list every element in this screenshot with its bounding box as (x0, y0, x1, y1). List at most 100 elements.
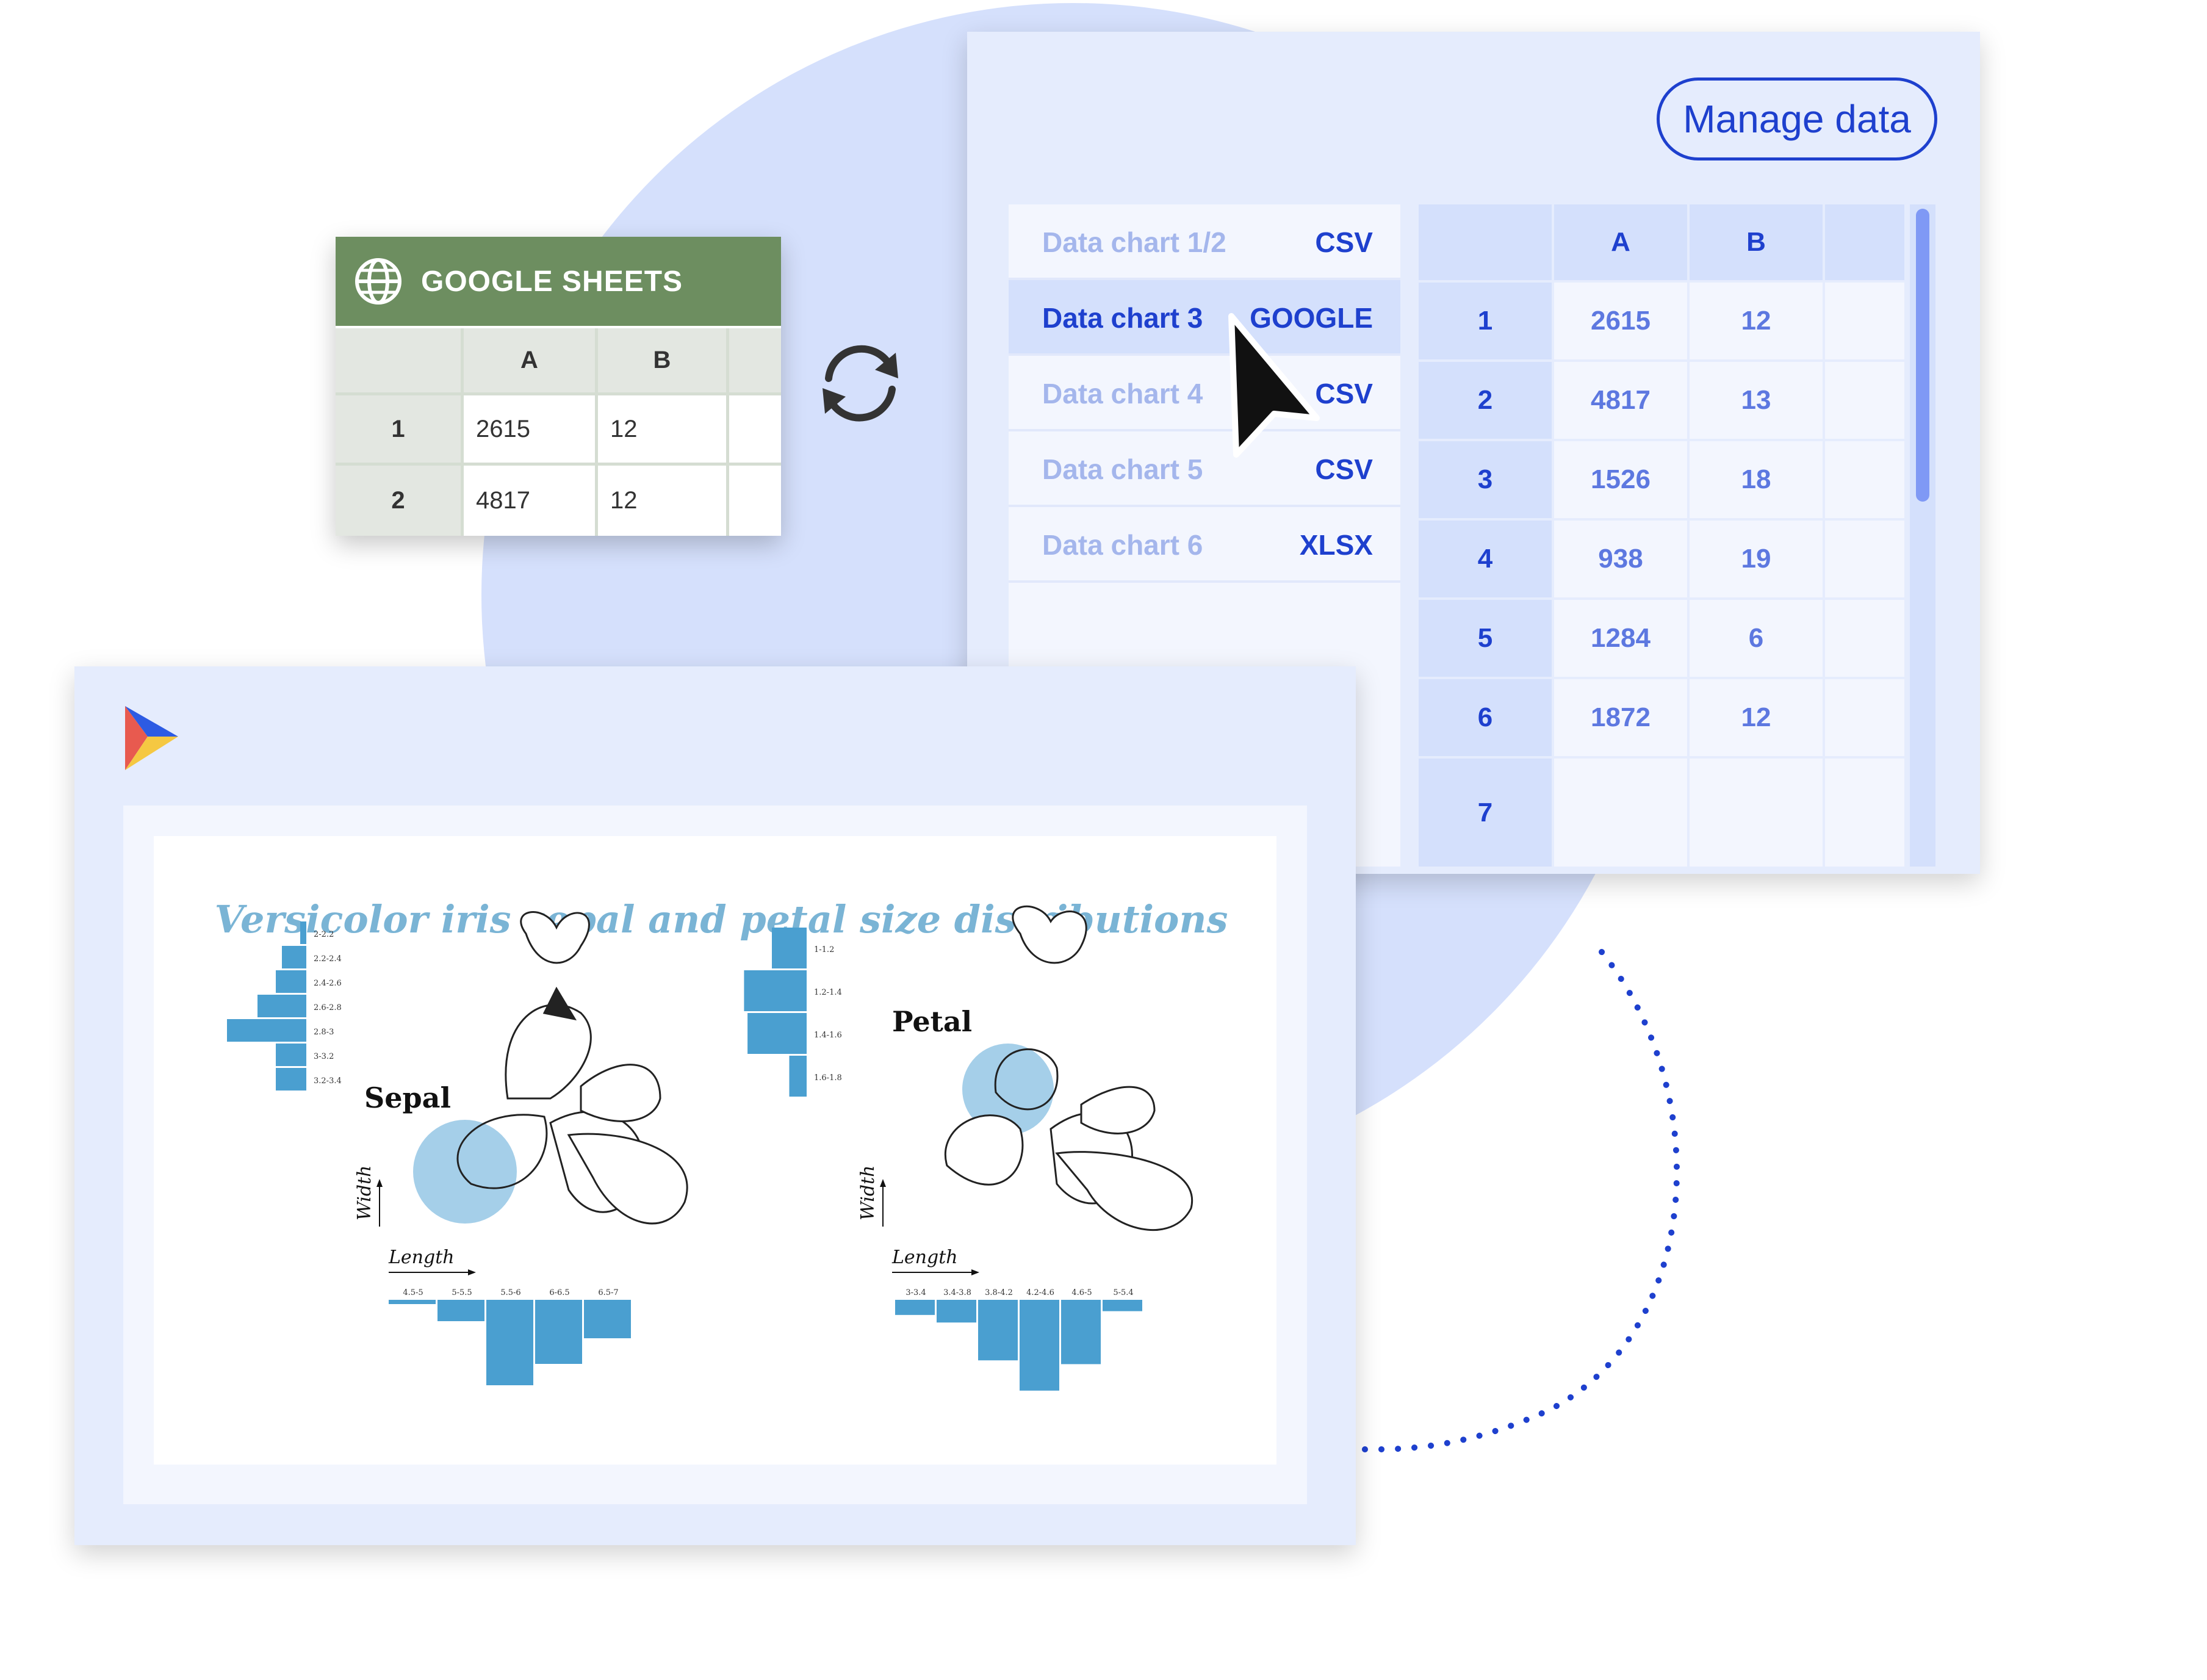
grid-row-header[interactable]: 5 (1419, 600, 1554, 679)
grid-cell[interactable] (1554, 759, 1690, 867)
grid-corner-cell[interactable] (1419, 204, 1554, 283)
sheet-row-header-2[interactable]: 2 (336, 466, 464, 536)
dataset-item[interactable]: Data chart 1/2 CSV (1009, 204, 1400, 280)
grid-cell[interactable]: 1526 (1554, 441, 1690, 521)
grid-row-header[interactable]: 4 (1419, 521, 1554, 600)
slide-frame: Versicolor iris sepal and petal size dis… (123, 806, 1307, 1504)
grid-row-header[interactable]: 6 (1419, 679, 1554, 759)
grid-cell[interactable] (1825, 600, 1907, 679)
dataset-item-selected[interactable]: Data chart 3 GOOGLE (1009, 280, 1400, 356)
sheet-cell-b2[interactable]: 12 (598, 466, 729, 536)
sepal-label: Sepal (364, 1081, 451, 1114)
grid-cell[interactable]: 4817 (1554, 362, 1690, 441)
sheet-cell-a2[interactable]: 4817 (464, 466, 598, 536)
histogram-tick-label: 2.6-2.8 (314, 1003, 342, 1012)
histogram-tick-label: 2.2-2.4 (314, 954, 342, 964)
histogram-tick-label: 3.2-3.4 (314, 1076, 342, 1086)
dataset-name: Data chart 3 (1042, 302, 1203, 334)
histogram-tick-label: 1.6-1.8 (814, 1073, 842, 1083)
sepal-highlight-circle (413, 1120, 517, 1224)
sheet-cell-b1[interactable]: 12 (598, 395, 729, 466)
grid-cell[interactable]: 12 (1690, 283, 1825, 362)
sepal-length-label: Length (388, 1247, 455, 1268)
grid-row-header[interactable]: 2 (1419, 362, 1554, 441)
histogram-bar (389, 1300, 436, 1304)
histogram-bar (276, 1044, 306, 1066)
grid-cell[interactable]: 6 (1690, 600, 1825, 679)
histogram-tick-label: 4.2-4.6 (1026, 1288, 1054, 1297)
manage-data-button[interactable]: Manage data (1657, 78, 1937, 160)
histogram-bar (1103, 1300, 1142, 1311)
sheet-row-header-1[interactable]: 1 (336, 395, 464, 466)
histogram-bar (282, 946, 306, 968)
dataset-type: GOOGLE (1250, 302, 1373, 334)
grid-cell[interactable]: 938 (1554, 521, 1690, 600)
histogram-bar (772, 928, 807, 968)
grid-cell[interactable] (1825, 679, 1907, 759)
histogram-bar (747, 1013, 807, 1054)
grid-cell[interactable] (1825, 283, 1907, 362)
grid-scrollbar-thumb[interactable] (1916, 209, 1929, 502)
data-manager-panel: Manage data Data chart 1/2 CSV Data char… (967, 32, 1980, 874)
google-sheets-title: GOOGLE SHEETS (421, 265, 683, 298)
grid-cell[interactable]: 1284 (1554, 600, 1690, 679)
histogram-bar (535, 1300, 582, 1364)
histogram-bar (978, 1300, 1018, 1361)
dataset-type: CSV (1315, 226, 1373, 258)
dataset-type: CSV (1315, 378, 1373, 409)
histogram-tick-label: 3.4-3.8 (943, 1288, 971, 1297)
sheet-cell-a1[interactable]: 2615 (464, 395, 598, 466)
iris-charts: Sepal Petal Width Width Length Length 2-… (227, 905, 1194, 1391)
histogram-tick-label: 4.6-5 (1071, 1288, 1092, 1297)
grid-column-header-b[interactable]: B (1690, 204, 1825, 283)
histogram-tick-label: 2.4-2.6 (314, 979, 342, 988)
sheet-cell-c2[interactable] (729, 466, 781, 536)
grid-row-header[interactable]: 7 (1419, 759, 1554, 867)
grid-cell[interactable]: 13 (1690, 362, 1825, 441)
dataset-name: Data chart 1/2 (1042, 226, 1226, 258)
grid-cell[interactable] (1690, 759, 1825, 867)
dataset-item[interactable]: Data chart 4 CSV (1009, 356, 1400, 431)
petal-highlight-circle (962, 1044, 1054, 1135)
grid-cell[interactable]: 18 (1690, 441, 1825, 521)
chart-bars: 2-2.22.2-2.42.4-2.62.6-2.82.8-33-3.23.2-… (227, 921, 1142, 1391)
histogram-bar (744, 970, 807, 1011)
histogram-bar (584, 1300, 631, 1338)
sheet-column-header-b[interactable]: B (598, 328, 729, 395)
dataset-item[interactable]: Data chart 5 CSV (1009, 431, 1400, 507)
grid-row-header[interactable]: 1 (1419, 283, 1554, 362)
histogram-tick-label: 6-6.5 (549, 1288, 569, 1297)
sheet-column-header-c[interactable] (729, 328, 781, 395)
dataset-item[interactable]: Data chart 6 XLSX (1009, 507, 1400, 583)
grid-cell[interactable]: 1872 (1554, 679, 1690, 759)
histogram-tick-label: 3-3.4 (905, 1288, 926, 1297)
grid-row-header[interactable]: 3 (1419, 441, 1554, 521)
sync-icon[interactable] (812, 334, 909, 432)
histogram-tick-label: 1.4-1.6 (814, 1031, 842, 1040)
grid-column-header-c[interactable] (1825, 204, 1907, 283)
slide-editor-window: Versicolor iris sepal and petal size dis… (74, 666, 1356, 1545)
sheet-corner-cell[interactable] (336, 328, 464, 395)
histogram-tick-label: 2-2.2 (314, 930, 334, 939)
slide-canvas[interactable]: Versicolor iris sepal and petal size dis… (154, 836, 1276, 1465)
grid-cell[interactable] (1825, 362, 1907, 441)
petal-width-label: Width (857, 1166, 879, 1220)
grid-column-header-a[interactable]: A (1554, 204, 1690, 283)
histogram-bar (895, 1300, 935, 1315)
grid-cell[interactable]: 2615 (1554, 283, 1690, 362)
data-grid: A B 1 2615 12 2 4817 13 3 1526 18 4 938 … (1419, 204, 1907, 867)
app-logo-icon[interactable] (120, 703, 181, 770)
grid-cell[interactable] (1825, 521, 1907, 600)
histogram-tick-label: 5.5-6 (500, 1288, 520, 1297)
grid-cell[interactable]: 19 (1690, 521, 1825, 600)
histogram-bar (1020, 1300, 1059, 1391)
grid-cell[interactable]: 12 (1690, 679, 1825, 759)
grid-cell[interactable] (1825, 441, 1907, 521)
histogram-bar (937, 1300, 976, 1323)
sheet-cell-c1[interactable] (729, 395, 781, 466)
histogram-bar (437, 1300, 484, 1321)
histogram-tick-label: 1.2-1.4 (814, 988, 842, 997)
grid-cell[interactable] (1825, 759, 1907, 867)
sheet-column-header-a[interactable]: A (464, 328, 598, 395)
histogram-tick-label: 4.5-5 (403, 1288, 423, 1297)
